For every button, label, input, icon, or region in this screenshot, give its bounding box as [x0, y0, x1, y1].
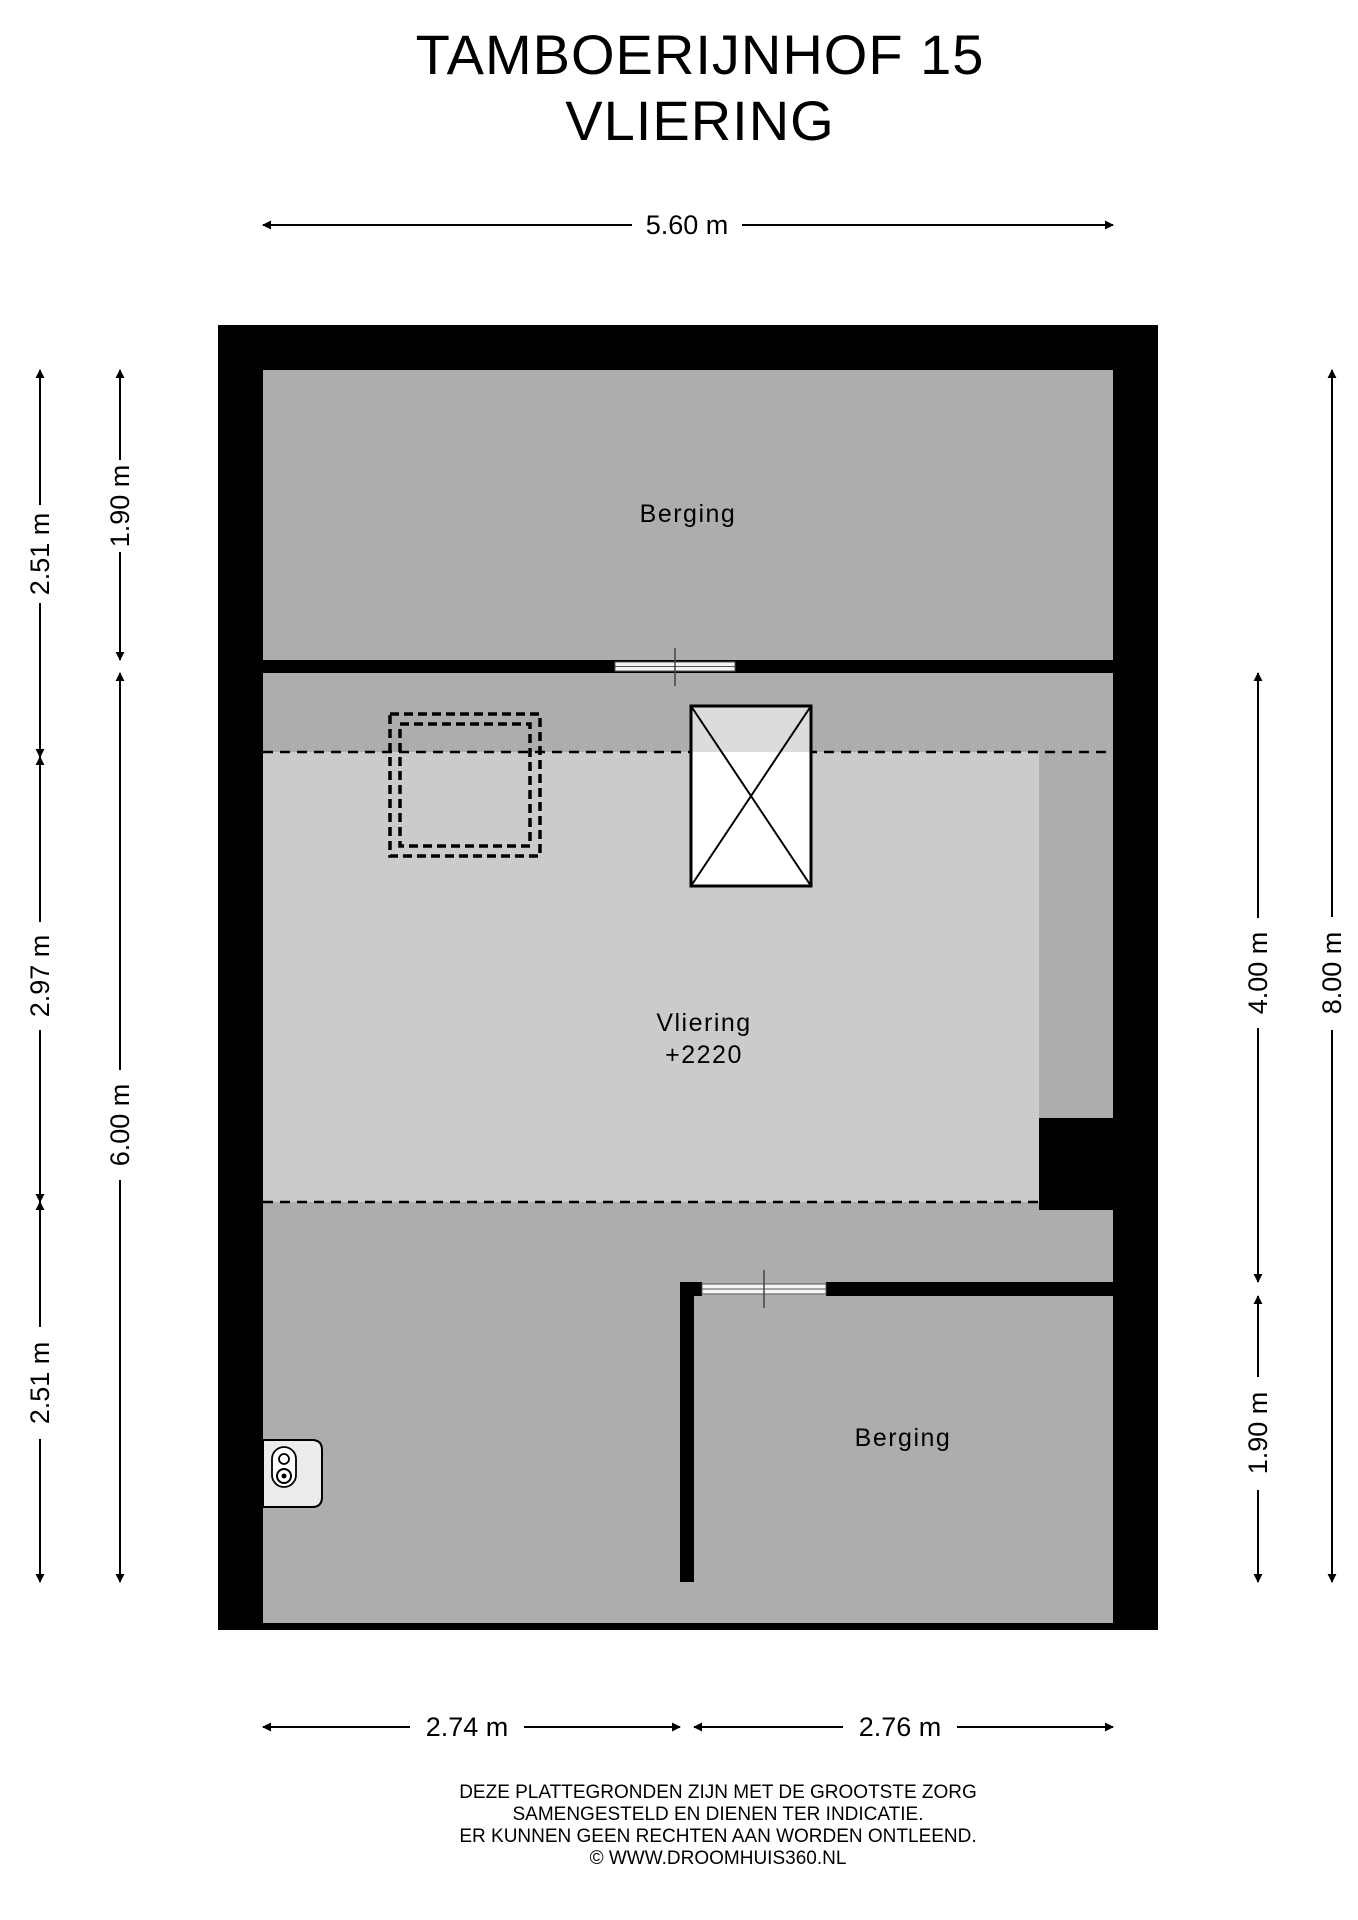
disclaimer-line-3: ER KUNNEN GEEN RECHTEN AAN WORDEN ONTLEE… [459, 1826, 977, 1847]
boiler-icon [262, 1439, 323, 1508]
dim-label-bottom-left: 2.74 m [426, 1712, 509, 1742]
attic-standing-zone [263, 752, 1039, 1202]
dim-label-left-outer-middle: 2.97 m [25, 935, 55, 1018]
roof-window [388, 712, 542, 858]
wall-top-left [263, 660, 615, 673]
storage-top-floor [263, 370, 1113, 660]
wall-berging-horizontal [826, 1282, 1113, 1296]
room-height-label: +2220 [665, 1041, 743, 1069]
sliding-door-bottom [701, 1270, 827, 1308]
dim-label-right-outer: 8.00 m [1317, 932, 1347, 1015]
room-label-vliering: Vliering [656, 1009, 751, 1037]
chimney-block [1039, 1118, 1113, 1210]
dim-label-left-inner-top: 1.90 m [105, 465, 135, 548]
dim-label-left-outer-top: 2.51 m [25, 513, 55, 596]
wall-top-right [735, 660, 1113, 673]
dim-label-total-width: 5.60 m [646, 210, 729, 240]
dim-label-right-inner-bottom: 1.90 m [1243, 1392, 1273, 1475]
wall-berging-vertical [680, 1282, 694, 1582]
plan-subtitle: VLIERING [565, 89, 835, 152]
loft-hatch [689, 704, 813, 888]
room-label-berging-bottom: Berging [855, 1424, 952, 1452]
disclaimer-line-2: SAMENGESTELD EN DIENEN TER INDICATIE. [512, 1804, 924, 1825]
wall-berging-stub [680, 1282, 702, 1296]
disclaimer-line-4: © WWW.DROOMHUIS360.NL [589, 1848, 847, 1869]
plan-title: TAMBOERIJNHOF 15 [415, 23, 985, 86]
disclaimer: DEZE PLATTEGRONDEN ZIJN MET DE GROOTSTE … [0, 1782, 1358, 1870]
dim-label-right-inner-top: 4.00 m [1243, 932, 1273, 1015]
disclaimer-line-1: DEZE PLATTEGRONDEN ZIJN MET DE GROOTSTE … [459, 1782, 977, 1803]
sliding-door-top [614, 648, 736, 686]
dim-label-left-inner-bottom: 6.00 m [105, 1084, 135, 1167]
dim-label-left-outer-bottom: 2.51 m [25, 1342, 55, 1425]
dim-label-bottom-right: 2.76 m [859, 1712, 942, 1742]
room-label-berging-top: Berging [640, 500, 737, 528]
